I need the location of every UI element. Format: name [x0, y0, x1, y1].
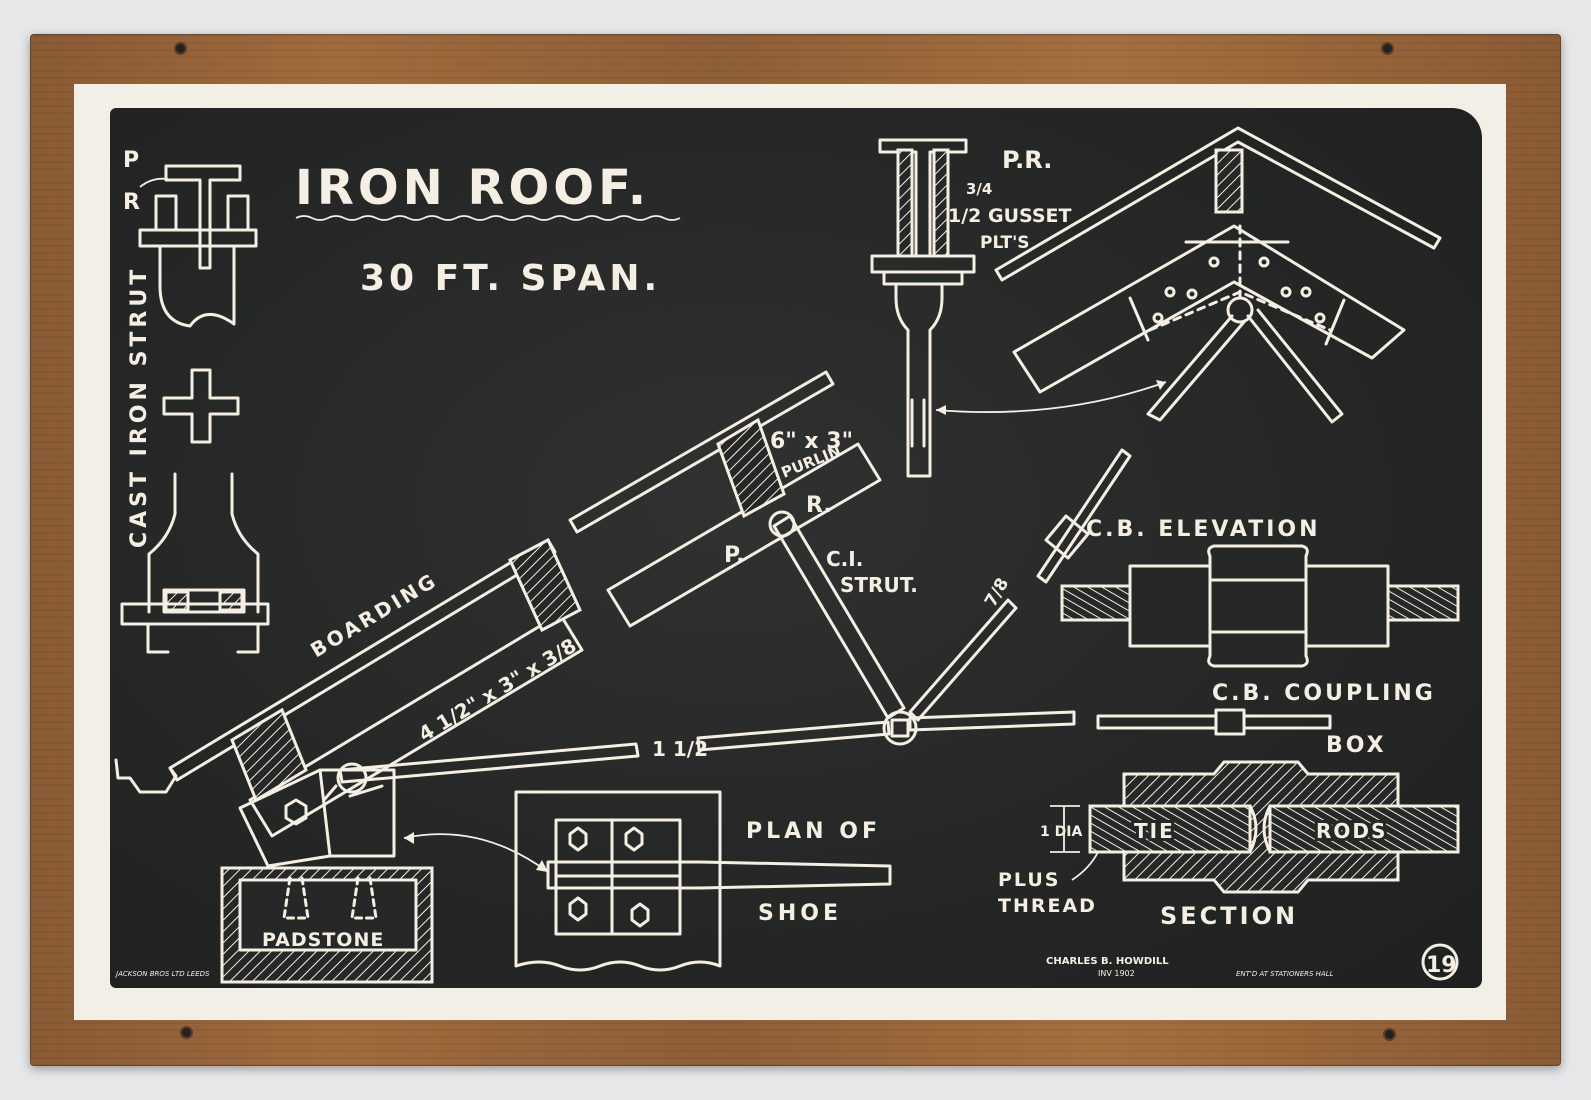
- svg-text:7/8: 7/8: [981, 575, 1013, 611]
- svg-text:STRUT.: STRUT.: [840, 573, 918, 597]
- svg-text:THREAD: THREAD: [998, 895, 1097, 917]
- svg-text:R: R: [123, 190, 140, 215]
- svg-text:P: P: [123, 148, 139, 173]
- svg-text:C.B. ELEVATION: C.B. ELEVATION: [1086, 517, 1321, 542]
- title: IRON ROOF.: [295, 160, 650, 216]
- coupling-box-elevation: C.B. ELEVATION: [1060, 517, 1460, 668]
- svg-text:3/4: 3/4: [966, 180, 992, 198]
- svg-text:RODS: RODS: [1316, 819, 1387, 843]
- sheet-number: 19: [1426, 953, 1457, 978]
- svg-text:R.: R.: [806, 493, 832, 518]
- cast-iron-strut-label: CAST IRON STRUT: [127, 266, 152, 548]
- svg-text:PLAN OF: PLAN OF: [746, 819, 881, 844]
- svg-text:PLUS: PLUS: [998, 869, 1060, 891]
- svg-text:SHOE: SHOE: [758, 901, 842, 926]
- main-truss: BOARDING 4 1/2" x 3" x 3/8 6" x 3" PURLI…: [114, 370, 1132, 984]
- screw-icon: [176, 44, 185, 53]
- svg-text:C.I.: C.I.: [826, 547, 863, 571]
- sheet-number-circle: [1421, 943, 1459, 981]
- cast-iron-strut-detail: P R CAST IRON STRUT: [120, 148, 270, 654]
- apex-joint-detail: [994, 126, 1442, 424]
- svg-text:P.: P.: [724, 543, 744, 568]
- subtitle: 30 FT. SPAN.: [360, 258, 661, 299]
- svg-text:6" x 3": 6" x 3": [770, 429, 853, 454]
- screw-icon: [1383, 44, 1392, 53]
- screw-icon: [182, 1028, 191, 1037]
- plan-of-shoe-detail: PLAN OF SHOE: [514, 790, 892, 972]
- svg-text:1 1/2: 1 1/2: [652, 737, 708, 761]
- publisher-credit: JACKSON BROS LTD LEEDS: [114, 970, 210, 978]
- svg-text:P.R.: P.R.: [1002, 146, 1052, 174]
- author-credit: CHARLES B. HOWDILL: [1046, 956, 1169, 967]
- title-underline: [295, 215, 681, 221]
- svg-text:SECTION: SECTION: [1160, 902, 1298, 930]
- svg-text:C.B. COUPLING: C.B. COUPLING: [1212, 681, 1436, 706]
- svg-text:1 DIA: 1 DIA: [1040, 824, 1082, 840]
- padstone-label: PADSTONE: [262, 929, 384, 951]
- svg-text:PLT'S: PLT'S: [980, 233, 1030, 253]
- svg-text:BOX: BOX: [1326, 733, 1387, 758]
- gusset-plate-detail: P.R. 3/4 1/2 GUSSET PLT'S: [870, 138, 1167, 478]
- coupling-box-section: C.B. COUPLING BOX TIE RODS 1 DIA PLUS TH…: [998, 681, 1460, 930]
- entered-credit: ENT'D AT STATIONERS HALL: [1236, 970, 1334, 978]
- author-date: INV 1902: [1098, 969, 1135, 978]
- screw-icon: [1385, 1030, 1394, 1039]
- svg-text:TIE: TIE: [1134, 819, 1175, 843]
- svg-text:1/2 GUSSET: 1/2 GUSSET: [948, 205, 1072, 227]
